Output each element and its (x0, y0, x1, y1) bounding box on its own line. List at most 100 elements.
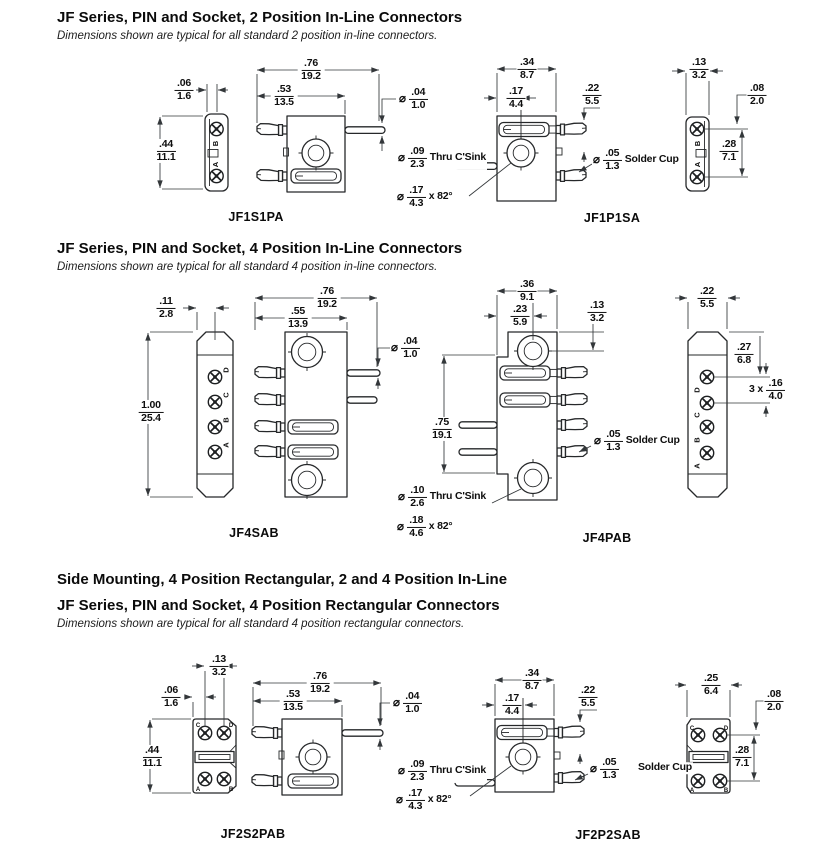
section-pretitle: Side Mounting, 4 Position Rectangular, 2… (57, 571, 508, 588)
svg-text:A: A (693, 463, 702, 469)
diameter-icon: ⌀ (593, 153, 600, 166)
part-label-jf4pab: JF4PAB (582, 531, 632, 545)
view-jf4pab-end: D C B A (675, 295, 770, 498)
diameter-icon: ⌀ (398, 490, 405, 503)
svg-text:B: B (693, 140, 702, 146)
diameter-icon: ⌀ (397, 520, 404, 533)
svg-text:C: C (690, 726, 695, 732)
diameter-icon: ⌀ (391, 341, 398, 354)
view-jf2s2pab-end: C D A B (147, 663, 237, 794)
view-jf4sab-side (254, 295, 394, 500)
svg-text:C: C (196, 723, 201, 729)
svg-text:D: D (724, 726, 729, 732)
section-title: JF Series, PIN and Socket, 4 Position Re… (57, 597, 500, 614)
part-label-jf1p1sa: JF1P1SA (583, 211, 641, 225)
section-subtitle: Dimensions shown are typical for all sta… (57, 261, 438, 273)
diameter-icon: ⌀ (399, 92, 406, 105)
svg-text:B: B (211, 140, 220, 146)
part-label-jf2s2pab: JF2S2PAB (220, 827, 286, 841)
svg-text:D: D (222, 367, 231, 373)
view-jf1p1sa-front (454, 66, 600, 202)
diameter-icon: ⌀ (590, 762, 597, 775)
view-jf1s1pa-side (256, 67, 396, 193)
section-3-header: Side Mounting, 4 Position Rectangular, 2… (57, 571, 507, 630)
diameter-icon: ⌀ (594, 434, 601, 447)
svg-text:B: B (724, 788, 729, 794)
svg-text:B: B (222, 417, 231, 423)
diameter-icon: ⌀ (398, 764, 405, 777)
svg-text:A: A (693, 161, 702, 167)
section-2-header: JF Series, PIN and Socket, 4 Position In… (57, 240, 462, 273)
svg-text:B: B (693, 437, 702, 443)
part-label-jf2p2sab: JF2P2SAB (575, 828, 641, 842)
view-jf2p2sab-end: C D A B (675, 682, 764, 794)
svg-text:B: B (229, 787, 234, 793)
section-1-header: JF Series, PIN and Socket, 2 Position In… (57, 9, 462, 42)
view-jf1p1sa-end: B A (672, 68, 748, 192)
section-title: JF Series, PIN and Socket, 4 Position In… (57, 240, 463, 257)
svg-text:A: A (196, 787, 201, 793)
svg-text:A: A (211, 161, 220, 167)
dim-d41-solder-cup: Solder Cup (637, 761, 694, 774)
section-subtitle: Dimensions shown are typical for all sta… (57, 30, 438, 42)
svg-text:D: D (693, 387, 702, 393)
part-label-jf4sab: JF4SAB (229, 526, 279, 540)
svg-text:C: C (222, 392, 231, 398)
diameter-icon: ⌀ (398, 151, 405, 164)
view-jf4pab-front (441, 288, 604, 504)
svg-text:A: A (690, 788, 695, 794)
section-subtitle: Dimensions shown are typical for all sta… (57, 618, 465, 630)
diameter-icon: ⌀ (397, 190, 404, 203)
svg-text:A: A (222, 442, 231, 448)
part-label-jf1s1pa: JF1S1PA (228, 210, 284, 224)
svg-text:C: C (693, 412, 702, 418)
diameter-icon: ⌀ (396, 793, 403, 806)
section-title: JF Series, PIN and Socket, 2 Position In… (57, 9, 463, 26)
